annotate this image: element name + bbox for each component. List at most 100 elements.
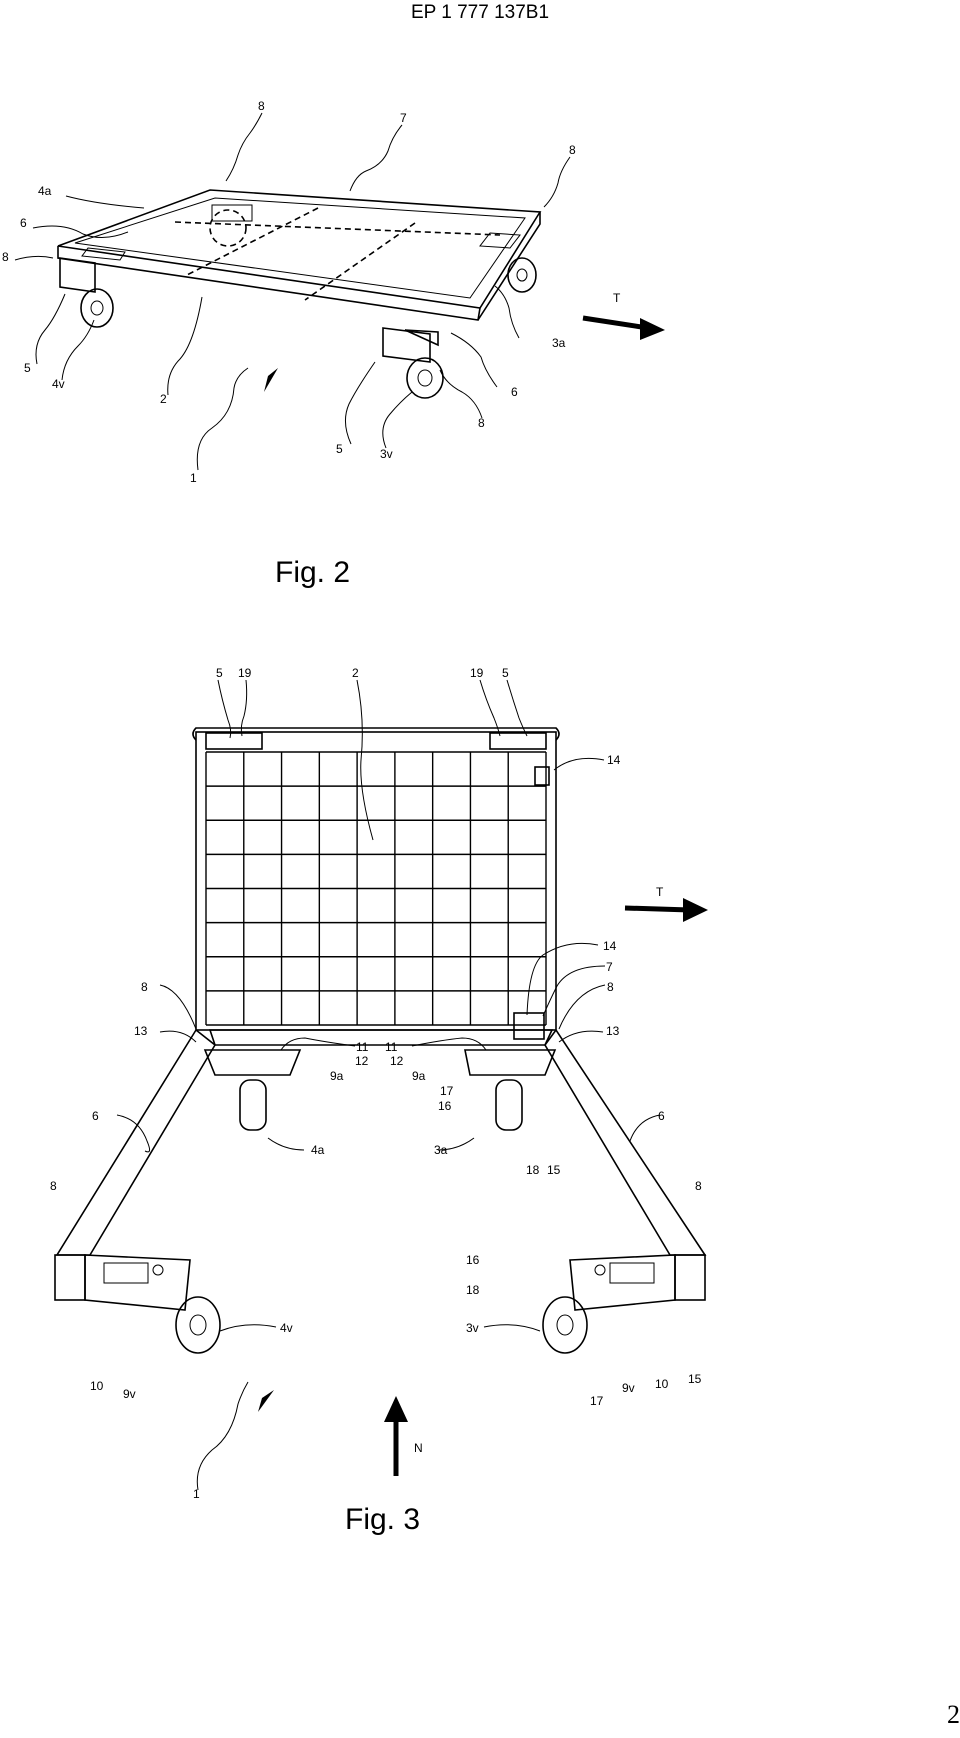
hole — [594, 1264, 606, 1276]
label-8: 8 — [478, 416, 485, 430]
side-member-right — [544, 1028, 707, 1256]
label-3a: 3a — [552, 336, 566, 350]
leader-6-right — [450, 332, 498, 388]
wheel-4v-hub — [90, 300, 104, 316]
leader-6 — [629, 1114, 661, 1142]
leader-6-left — [32, 225, 129, 238]
arrow-T-head — [683, 898, 708, 922]
top-plate — [211, 204, 253, 222]
front-plate-right — [569, 1254, 676, 1311]
leader-8-right — [543, 156, 571, 208]
label-9a: 9a — [412, 1069, 426, 1083]
label-2: 2 — [160, 392, 167, 406]
label-18: 18 — [466, 1283, 480, 1297]
label-16: 16 — [438, 1099, 452, 1113]
publication-number: EP 1 777 137B1 — [410, 2, 550, 23]
leader-11 — [280, 1037, 356, 1051]
hinge-plate-left — [203, 1049, 302, 1076]
label-4a: 4a — [311, 1143, 325, 1157]
mesh-panel-frame — [195, 731, 557, 1031]
frame-front-side — [57, 246, 481, 321]
frame-right-side — [477, 212, 541, 321]
panel-seam-1 — [184, 207, 319, 277]
leader-13 — [558, 1030, 604, 1043]
leader-2 — [356, 679, 374, 841]
top-bracket-right — [489, 732, 547, 750]
mesh-panel-top-rail — [192, 727, 560, 741]
top-bracket-left — [205, 732, 263, 750]
label-10: 10 — [655, 1377, 669, 1391]
wheel-3a — [507, 257, 537, 293]
leader-7 — [542, 965, 606, 1017]
leader-11 — [411, 1037, 487, 1051]
panel-seam-3 — [174, 221, 501, 236]
corner-plate-left — [81, 247, 126, 261]
leader-4v — [61, 319, 95, 381]
label-13: 13 — [134, 1024, 148, 1038]
label-3v: 3v — [380, 447, 393, 461]
castor-4a — [239, 1079, 267, 1131]
label-2: 2 — [352, 666, 359, 680]
corner-post-left — [54, 1254, 86, 1301]
leader-13 — [159, 1030, 197, 1043]
label-14: 14 — [603, 939, 617, 953]
arrow-T-head — [640, 318, 665, 340]
arrow-1-head — [264, 368, 278, 392]
label-8: 8 — [141, 980, 148, 994]
label-19: 19 — [238, 666, 252, 680]
front-plate-left — [84, 1254, 191, 1311]
label-8: 8 — [695, 1179, 702, 1193]
block-left — [59, 257, 96, 293]
leader-8 — [159, 984, 197, 1030]
figure-2-caption: Fig. 2 — [275, 556, 351, 589]
panel-seam-2 — [304, 222, 416, 301]
mesh-grid — [205, 751, 547, 1026]
label-17: 17 — [440, 1084, 454, 1098]
leader-8-bottom — [439, 369, 483, 419]
label-5: 5 — [24, 361, 31, 375]
leader-14 — [553, 757, 605, 771]
wheel-3v-hub — [556, 1314, 574, 1336]
detail-circle — [209, 209, 247, 247]
leader-19 — [479, 679, 501, 737]
label-N: N — [414, 1441, 423, 1455]
label-6: 6 — [511, 385, 518, 399]
leader-6 — [116, 1114, 151, 1153]
label-17: 17 — [590, 1394, 604, 1408]
figure-2-drawing: 8 7 8 4a 6 8 T 3a 5 4v 2 6 8 5 3v 1 — [2, 99, 665, 485]
wheel-3v — [542, 1296, 588, 1354]
leader-4a — [65, 195, 145, 209]
label-7: 7 — [400, 111, 407, 125]
lock-14-top — [534, 766, 550, 786]
label-4v: 4v — [280, 1321, 293, 1335]
arrow-1-head — [258, 1390, 274, 1412]
block-front-top — [404, 329, 439, 347]
label-14: 14 — [607, 753, 621, 767]
arrow-N-head — [384, 1396, 408, 1422]
label-3v: 3v — [466, 1321, 479, 1335]
figure-3-drawing: 5 19 2 19 5 14 T 14 7 8 8 13 13 11 11 12… — [50, 666, 708, 1501]
frame-inner-edge — [74, 197, 526, 299]
label-19: 19 — [470, 666, 484, 680]
label-8: 8 — [569, 143, 576, 157]
label-5: 5 — [502, 666, 509, 680]
wheel-3v — [406, 357, 444, 399]
label-9v: 9v — [123, 1387, 136, 1401]
lock-14-bottom — [513, 1012, 545, 1040]
label-18: 18 — [526, 1163, 540, 1177]
label-T: T — [656, 885, 664, 899]
label-16: 16 — [466, 1253, 480, 1267]
wheel-4v — [80, 288, 114, 328]
label-12: 12 — [355, 1054, 369, 1068]
label-11: 11 — [385, 1040, 398, 1054]
leader-8-top — [225, 112, 263, 182]
label-8: 8 — [258, 99, 265, 113]
label-7: 7 — [606, 960, 613, 974]
castor-3a — [495, 1079, 523, 1131]
label-11: 11 — [356, 1040, 369, 1054]
label-5: 5 — [216, 666, 223, 680]
label-T: T — [613, 291, 621, 305]
label-4v: 4v — [52, 377, 65, 391]
wheel-3v-hub — [417, 369, 433, 387]
label-9a: 9a — [330, 1069, 344, 1083]
